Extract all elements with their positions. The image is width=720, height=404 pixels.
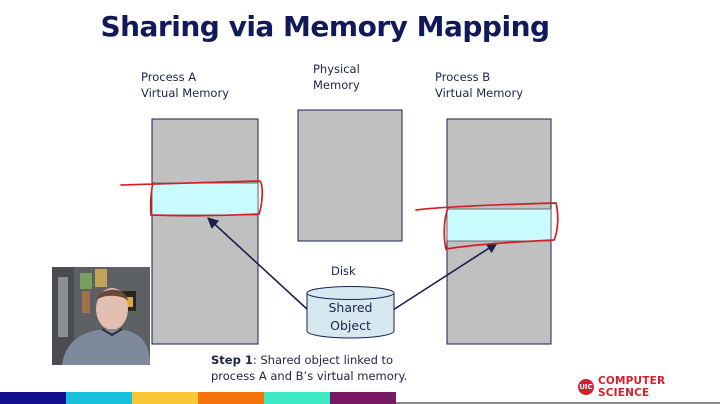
annotation-process-b-circle [415, 202, 559, 250]
step-text-line1: : Shared object linked to [252, 353, 394, 367]
step-caption: Step 1: Shared object linked to process … [211, 352, 407, 384]
color-bar-segment [198, 392, 264, 404]
uic-logo-icon: UIC [578, 379, 594, 395]
physical-memory-label-line2: Memory [313, 78, 360, 92]
physical-memory-label: Physical Memory [313, 61, 360, 93]
physical-memory-label-line1: Physical [313, 62, 360, 76]
physical-memory-block [297, 109, 403, 242]
uic-cs-brand: UIC COMPUTER SCIENCE [578, 375, 720, 399]
presenter-image [52, 267, 150, 365]
presenter-webcam [52, 267, 150, 365]
process-a-label-line2: Virtual Memory [141, 86, 230, 100]
step-text-line2: process A and B’s virtual memory. [211, 369, 408, 383]
process-a-memory-block [151, 118, 259, 345]
process-b-label-line1: Process B [435, 70, 491, 84]
color-bar-segment [132, 392, 198, 404]
shared-object-label-line1: Shared [328, 300, 372, 315]
brand-text: COMPUTER SCIENCE [597, 375, 666, 399]
shared-object-cylinder: Shared Object [306, 286, 395, 339]
arrow-to-process-b [392, 242, 498, 311]
shared-object-label-line2: Object [330, 318, 371, 333]
process-b-label: Process B Virtual Memory [435, 69, 523, 101]
process-a-label: Process A Virtual Memory [141, 69, 229, 101]
color-bar-segment [264, 392, 330, 404]
arrow-to-process-a [207, 217, 309, 311]
color-bar-segment [0, 392, 66, 404]
process-a-mapped-region [151, 182, 259, 216]
step-number: Step 1 [211, 353, 253, 367]
footer-rule [396, 402, 720, 404]
color-bar-segment [66, 392, 132, 404]
color-bar-segment [330, 392, 396, 404]
slide-title: Sharing via Memory Mapping [100, 10, 550, 43]
disk-label: Disk [331, 264, 356, 278]
process-a-label-line1: Process A [141, 70, 197, 84]
process-b-mapped-region [446, 208, 552, 242]
annotation-process-a-circle [120, 180, 264, 217]
process-b-label-line2: Virtual Memory [435, 86, 524, 100]
